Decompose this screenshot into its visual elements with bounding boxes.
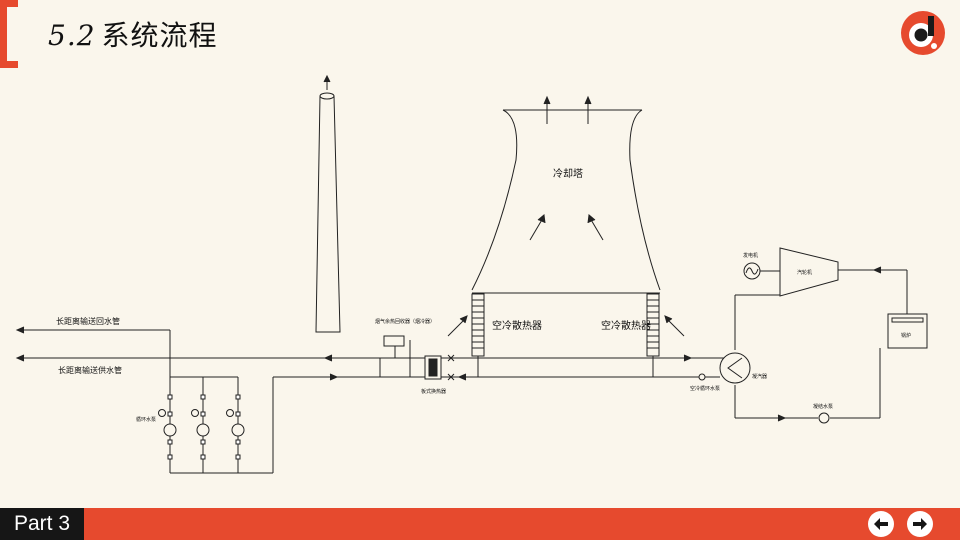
plate-exchanger bbox=[424, 355, 442, 380]
label-boiler: 锅炉 bbox=[901, 332, 911, 339]
label-generator: 发电机 bbox=[743, 252, 758, 259]
footer-bar bbox=[0, 508, 960, 540]
brand-logo-icon bbox=[901, 11, 945, 55]
title-number: 5.2 bbox=[48, 19, 96, 52]
chimney bbox=[315, 74, 341, 333]
label-condensate-pump: 凝结水泵 bbox=[813, 403, 833, 410]
corner-bracket bbox=[0, 0, 18, 68]
turbine bbox=[779, 247, 839, 297]
label-air-cooler-left: 空冷散热器 bbox=[492, 319, 542, 332]
generator bbox=[743, 262, 780, 280]
circulation-pumps bbox=[158, 409, 245, 437]
label-turbine: 汽轮机 bbox=[797, 269, 812, 276]
air-cooler-left-coil bbox=[471, 293, 485, 357]
label-aux-pump: 空冷循环水泵 bbox=[690, 385, 720, 392]
label-cooling-tower: 冷却塔 bbox=[553, 167, 583, 180]
label-return-pipe: 长距离输送回水管 bbox=[56, 316, 120, 326]
pump-valves bbox=[167, 394, 241, 460]
arrow-left-icon bbox=[874, 518, 888, 530]
label-air-cooler-right: 空冷散热器 bbox=[601, 319, 651, 332]
aux-pump bbox=[698, 373, 706, 381]
condenser bbox=[719, 352, 751, 384]
part-label: Part 3 bbox=[0, 508, 84, 540]
boiler bbox=[887, 313, 928, 349]
label-flue-exchanger: 烟气余热回收器（烟冷器） bbox=[375, 318, 435, 325]
flue-heat-exchanger bbox=[383, 335, 405, 347]
pipes bbox=[15, 266, 908, 474]
prev-button[interactable] bbox=[868, 511, 894, 537]
label-pump-group: 循环水泵 bbox=[136, 416, 156, 423]
label-supply-pipe: 长距离输送供水管 bbox=[58, 365, 122, 375]
cooling-tower bbox=[447, 95, 685, 337]
label-condenser: 凝汽器 bbox=[752, 373, 767, 380]
title-text: 系统流程 bbox=[101, 19, 218, 52]
label-plate-exchanger: 板式换热器 bbox=[421, 388, 446, 395]
next-button[interactable] bbox=[907, 511, 933, 537]
condensate-pump bbox=[818, 412, 830, 424]
arrow-right-icon bbox=[913, 518, 927, 530]
